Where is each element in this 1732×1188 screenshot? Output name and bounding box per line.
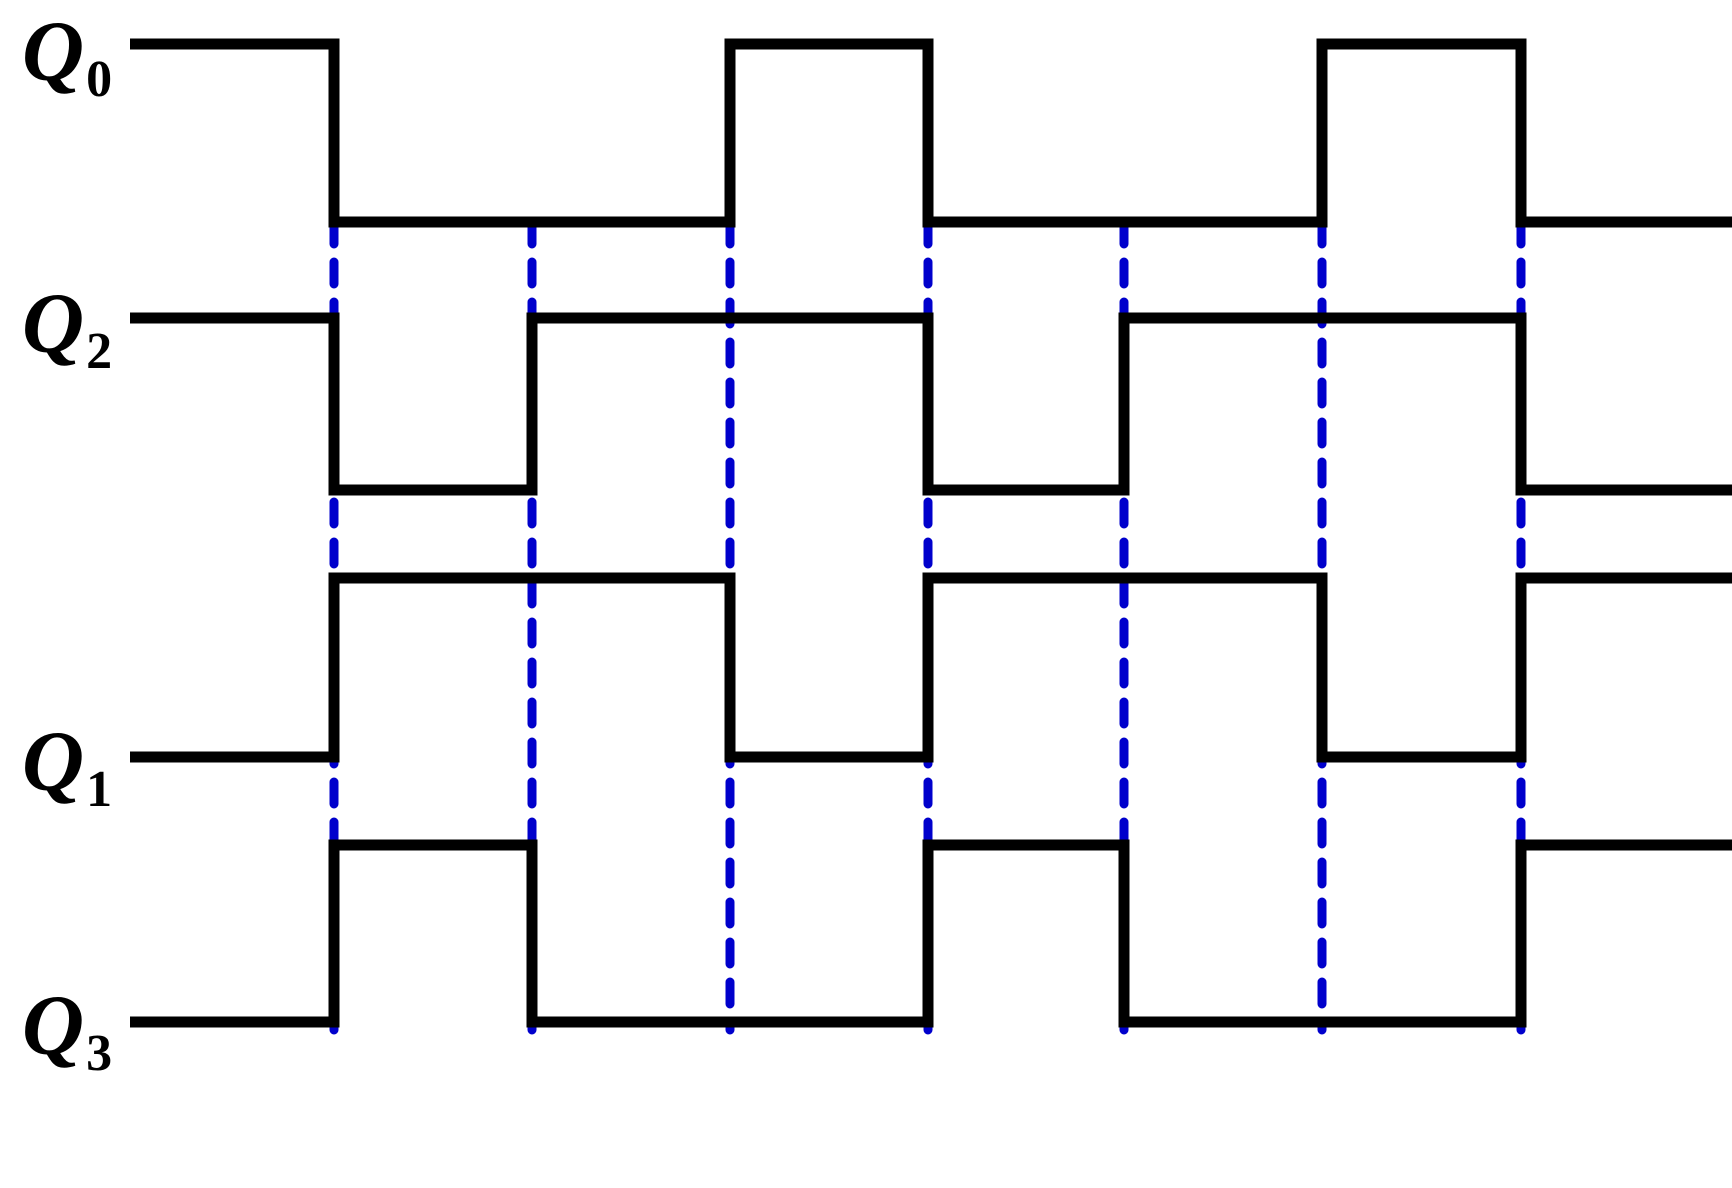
signal-label-subscript: 1	[86, 761, 113, 818]
waveform-q2	[130, 312, 1732, 496]
signal-label-q3: Q3	[22, 982, 112, 1080]
signal-label-q0: Q0	[22, 8, 112, 106]
signal-label-q1: Q1	[22, 718, 112, 816]
waveform-q0	[130, 38, 1732, 228]
signal-label-base: Q	[22, 977, 85, 1073]
waveform-q3	[130, 839, 1732, 1028]
waveform-q1	[130, 572, 1732, 763]
signal-label-subscript: 3	[86, 1025, 113, 1082]
signal-label-subscript: 0	[86, 51, 113, 108]
signal-label-base: Q	[22, 713, 85, 809]
signal-waveforms	[130, 38, 1732, 1028]
signal-label-subscript: 2	[86, 323, 113, 380]
signal-label-q2: Q2	[22, 280, 112, 378]
signal-label-base: Q	[22, 275, 85, 371]
signal-label-base: Q	[22, 3, 85, 99]
